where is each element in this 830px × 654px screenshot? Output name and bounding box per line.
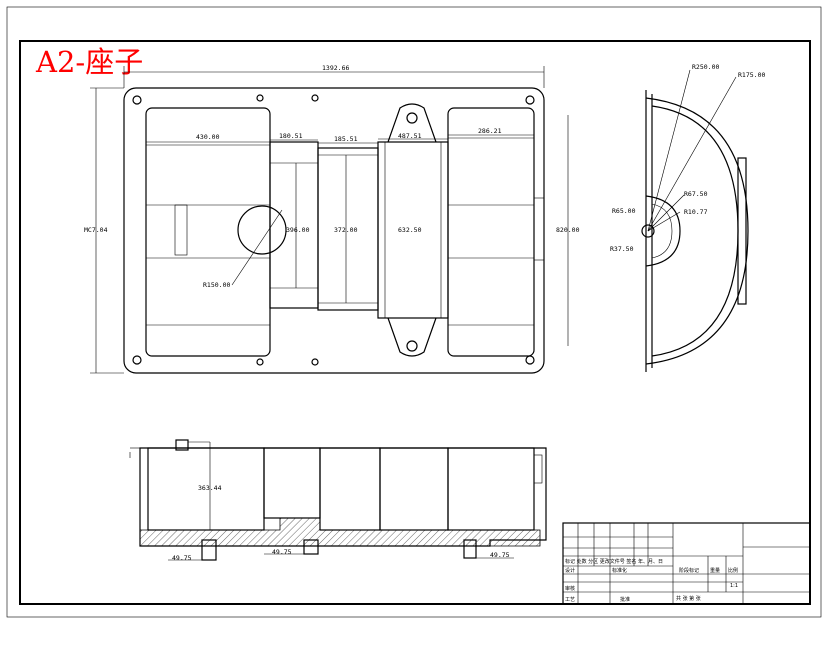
tb-scale: 比例 xyxy=(728,567,738,574)
dim-diam-b: 372.00 xyxy=(334,226,358,234)
bottom-lug xyxy=(387,317,437,357)
bolt-hole xyxy=(256,94,264,102)
dim-r2: R65.00 xyxy=(612,207,636,215)
bolt-hole xyxy=(132,95,142,105)
title-block: 标记 处数 分区 更改文件号 签名 年、月、日 设计 标准化 阶段标记 重量 比… xyxy=(562,522,811,605)
inner-arc xyxy=(651,105,739,357)
hub-hole xyxy=(641,224,655,238)
tb-scale-value: 1:1 xyxy=(730,583,738,589)
tb-change-header: 标记 处数 分区 更改文件号 签名 年、月、日 xyxy=(565,558,663,565)
tb-standard: 标准化 xyxy=(612,567,627,574)
dim-r4: R37.50 xyxy=(610,245,634,253)
bolt-hole xyxy=(132,355,142,365)
dim-inner-height: 820.00 xyxy=(556,226,580,234)
foot xyxy=(201,539,217,561)
bolt-hole xyxy=(311,358,319,366)
dim-diam-a: 396.00 xyxy=(286,226,310,234)
right-chamber xyxy=(447,107,535,357)
tb-process: 工艺 xyxy=(565,597,575,603)
dim-left-chamber: 430.00 xyxy=(196,133,220,141)
dim-neck-b: 185.51 xyxy=(334,135,358,143)
dim-foot-b: 49.75 xyxy=(272,548,292,556)
dim-flange-a: 487.51 xyxy=(398,132,422,140)
dim-outer-radius: R250.00 xyxy=(692,63,719,71)
outer-arc xyxy=(645,97,749,365)
center-hole xyxy=(237,205,287,255)
dim-overall-width: 1392.66 xyxy=(322,64,349,72)
bolt-hole xyxy=(311,94,319,102)
top-lug xyxy=(387,103,437,143)
section-hatch xyxy=(139,517,541,547)
dim-right-chamber: 286.21 xyxy=(478,127,502,135)
foot xyxy=(463,539,477,559)
plan-view: 1392.66 MC7.04 820.00 430.00 180.51 185.… xyxy=(84,64,580,374)
dim-foot-a: 49.75 xyxy=(172,554,192,562)
bolt-hole xyxy=(256,358,264,366)
dim-large-radius: R175.00 xyxy=(738,71,765,79)
tb-design: 设计 xyxy=(565,567,575,574)
bolt-hole xyxy=(525,95,535,105)
neck xyxy=(269,141,319,309)
tb-sheet-count: 共 张 第 张 xyxy=(676,595,701,602)
dim-neck-a: 180.51 xyxy=(279,132,303,140)
sheet-border xyxy=(6,6,822,618)
drawing-frame xyxy=(19,40,811,605)
tb-stage: 阶段标记 xyxy=(679,567,699,574)
dim-foot-c: 49.75 xyxy=(490,551,510,559)
dim-r1: R67.50 xyxy=(684,190,708,198)
tb-approve: 批准 xyxy=(620,596,630,603)
tb-weight: 重量 xyxy=(710,567,720,574)
dim-section-height: 363.44 xyxy=(198,484,222,492)
dim-overall-height: MC7.04 xyxy=(84,226,108,234)
dim-hole-radius: R150.00 xyxy=(203,281,230,289)
drawing-title: A2-座子 xyxy=(35,45,143,79)
foot xyxy=(303,539,319,555)
section-view: 363.44 49.75 49.75 49.75 xyxy=(129,439,547,562)
dim-r3: R10.77 xyxy=(684,208,708,216)
bolt-hole xyxy=(525,355,535,365)
side-view: R250.00 R175.00 R67.50 R65.00 R10.77 R37… xyxy=(610,63,765,372)
tb-review: 审核 xyxy=(565,585,575,592)
hub-arc xyxy=(645,195,681,267)
dim-diam-c: 632.50 xyxy=(398,226,422,234)
